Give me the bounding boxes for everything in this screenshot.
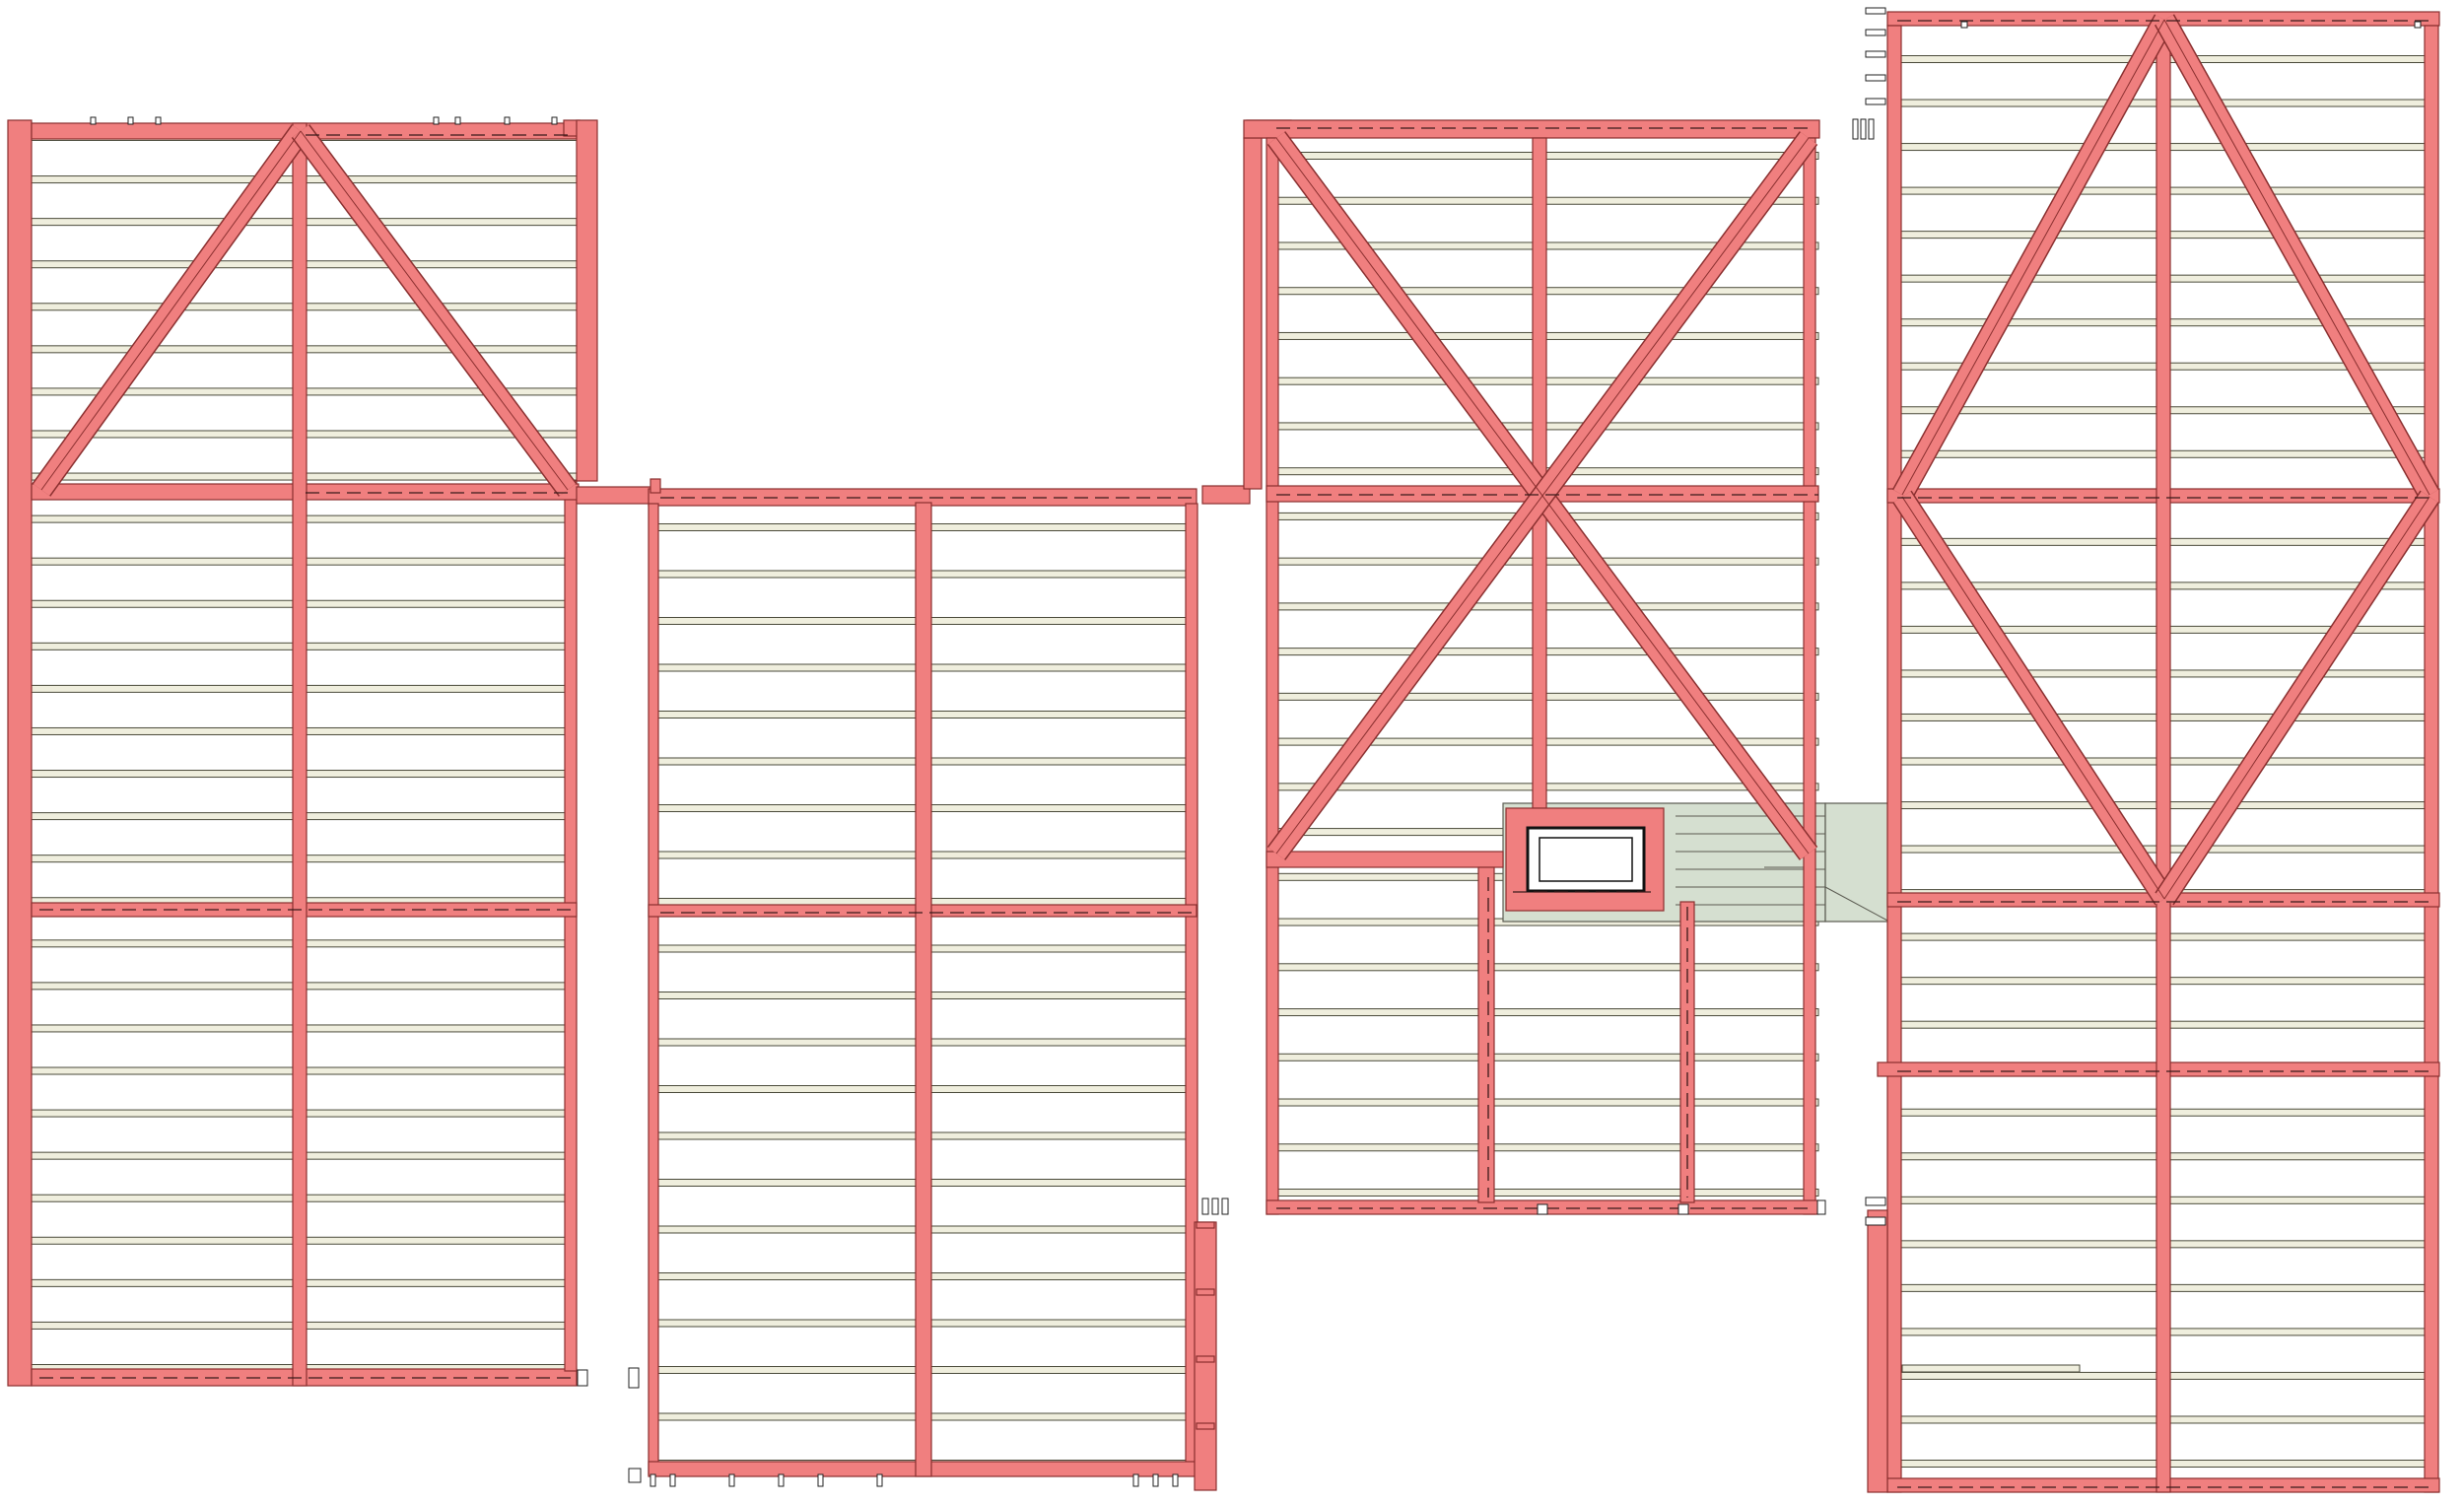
bolt-mark bbox=[1852, 118, 1859, 140]
block-3-joist bbox=[1270, 1098, 1819, 1107]
block-3-joist bbox=[1270, 1189, 1819, 1197]
bolt-mark bbox=[778, 1473, 785, 1487]
bolt-mark bbox=[1865, 29, 1886, 36]
bolt-mark bbox=[155, 116, 162, 125]
corner-post bbox=[650, 478, 661, 494]
bolt-mark bbox=[1865, 74, 1886, 82]
bolt-mark bbox=[1868, 118, 1875, 140]
side-beam-right-upper bbox=[576, 119, 598, 482]
bolt-mark bbox=[817, 1473, 824, 1487]
bolt-mark bbox=[433, 116, 440, 125]
bolt-mark bbox=[1211, 1197, 1219, 1215]
bolt-mark bbox=[669, 1473, 676, 1487]
stepped-bay-rib bbox=[1196, 1221, 1215, 1229]
bolt-mark bbox=[1132, 1473, 1139, 1487]
bolt-mark bbox=[1865, 7, 1886, 15]
bolt-mark bbox=[504, 116, 511, 125]
stair-shaft-cut-line bbox=[1824, 886, 1890, 923]
stair-shaft-landing bbox=[1824, 802, 1890, 923]
bolt-mark bbox=[1172, 1473, 1179, 1487]
block-3-joist bbox=[1270, 1008, 1819, 1017]
block-3-joist bbox=[1270, 1053, 1819, 1061]
bolt-mark bbox=[127, 116, 134, 125]
connector-beam-2 bbox=[1201, 485, 1251, 505]
connector-post bbox=[1243, 137, 1263, 490]
bolt-mark bbox=[1201, 1197, 1209, 1215]
perimeter-wall-left bbox=[1266, 137, 1279, 1215]
perimeter-beam-top bbox=[1243, 119, 1820, 139]
bolt-mark bbox=[1152, 1473, 1159, 1487]
brace-centerline bbox=[1275, 137, 1810, 855]
bolt-mark bbox=[551, 116, 558, 125]
brace-centerline bbox=[40, 130, 302, 491]
center-girder bbox=[2156, 25, 2171, 1493]
perimeter-wall-left bbox=[1886, 25, 1902, 1493]
brace-centerline bbox=[2163, 496, 2430, 900]
bolt-mark bbox=[577, 1369, 588, 1387]
bolt-mark bbox=[628, 1468, 642, 1483]
brace-centerline bbox=[1901, 19, 2165, 496]
bolt-mark bbox=[876, 1473, 883, 1487]
bolt-mark bbox=[650, 1473, 656, 1487]
trim-strip bbox=[1901, 1364, 2081, 1373]
details-layer bbox=[39, 7, 2434, 1488]
center-girder bbox=[915, 502, 932, 1477]
chimney-flue bbox=[1539, 837, 1633, 882]
stepped-bay-rib bbox=[1196, 1288, 1215, 1296]
brace-centerline bbox=[2163, 19, 2430, 496]
brace-centerline bbox=[300, 130, 569, 491]
bolt-mark bbox=[1865, 1216, 1886, 1226]
girder-lower-left bbox=[1266, 851, 1504, 868]
side-beam-right-lower bbox=[564, 480, 578, 1372]
perimeter-wall-right bbox=[2424, 25, 2439, 1493]
stepped-bay-rib bbox=[1196, 1422, 1215, 1430]
perimeter-wall-right bbox=[1803, 137, 1816, 1215]
perimeter-wall-left bbox=[7, 119, 33, 1387]
bolt-mark bbox=[1865, 98, 1886, 105]
bay-wall bbox=[1867, 1209, 1888, 1493]
stair-wall-left bbox=[1477, 866, 1495, 1203]
bolt-mark bbox=[728, 1473, 735, 1487]
bolt-mark bbox=[1860, 118, 1867, 140]
bolt-mark bbox=[1677, 1203, 1689, 1215]
bolt-mark bbox=[2414, 21, 2422, 29]
block-3-joist bbox=[1270, 963, 1819, 972]
bolt-mark bbox=[90, 116, 97, 125]
stepped-bay-rib bbox=[1196, 1355, 1215, 1363]
brace-centerline bbox=[1901, 496, 2165, 900]
center-girder bbox=[292, 122, 308, 1387]
perimeter-wall-left bbox=[648, 503, 659, 1475]
bolt-mark bbox=[628, 1367, 640, 1389]
bolt-mark bbox=[1865, 50, 1886, 58]
connector-beam-1 bbox=[576, 486, 652, 505]
bolt-mark bbox=[1537, 1203, 1548, 1215]
bolt-mark bbox=[1221, 1197, 1229, 1215]
bolt-mark bbox=[454, 116, 461, 125]
bolt-mark bbox=[1865, 1197, 1886, 1206]
bolt-mark bbox=[1816, 1199, 1826, 1215]
block-3-joist bbox=[1270, 1143, 1819, 1152]
bolt-mark bbox=[1960, 21, 1968, 29]
